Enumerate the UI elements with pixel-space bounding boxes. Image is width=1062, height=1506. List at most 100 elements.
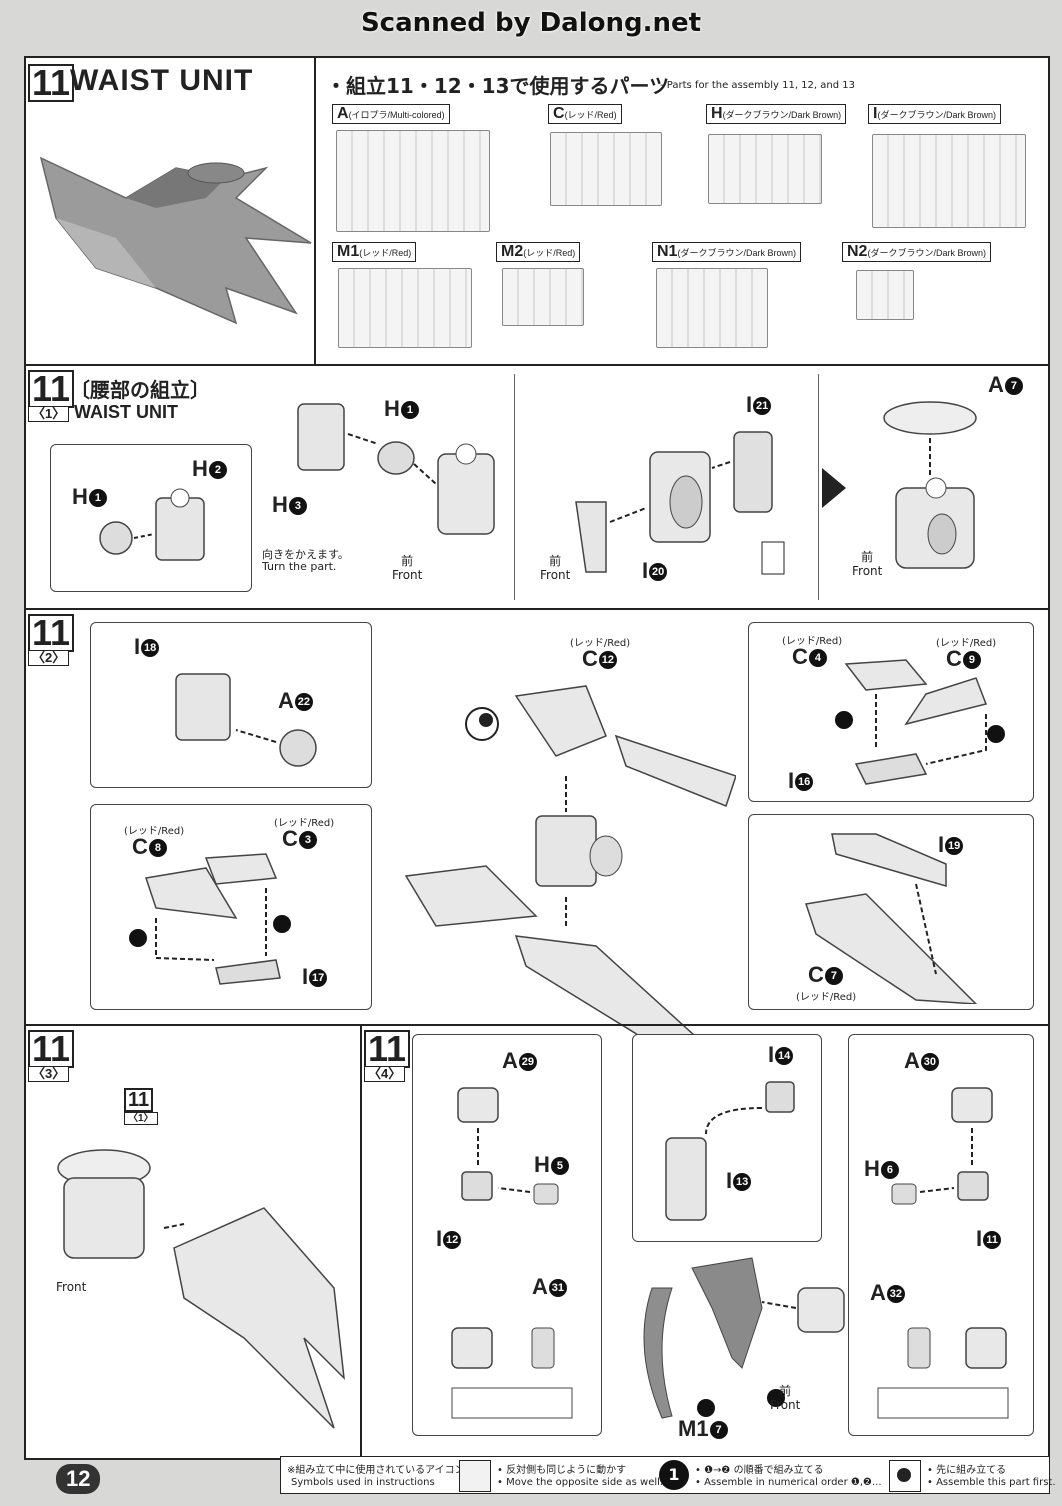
step4-panel-right	[848, 1034, 1034, 1436]
runner-i	[872, 134, 1026, 228]
section-title: WAIST UNIT	[70, 64, 254, 97]
red-note-c8: (レッド/Red)	[124, 826, 185, 837]
m1-joint-assembly	[643, 1257, 845, 1419]
order-jp: • ❶→❷ の順番で組み立てる	[695, 1465, 824, 1476]
step3-ref-sub: 〈1〉	[124, 1112, 158, 1125]
red-note-c12: (レッド/Red)	[570, 638, 631, 649]
first-jp: • 先に組み立てる	[927, 1465, 1007, 1476]
waist-assembly-3	[883, 401, 977, 569]
step4-sub: 〈4〉	[364, 1066, 406, 1082]
step2-sub: 〈2〉	[28, 650, 70, 666]
runner-m2-label: M2(レッド/Red)	[496, 242, 581, 262]
icons-jp: ※組み立て中に使用されているアイコン	[287, 1465, 465, 1476]
step1-title-en: WAIST UNIT	[74, 402, 178, 422]
opposite-jp: • 反対側も同じように動かす	[497, 1465, 627, 1476]
waist-assembly-1	[297, 403, 495, 535]
runner-h	[708, 134, 822, 204]
runner-m2	[502, 268, 584, 326]
i13-i14-assembly	[665, 1081, 795, 1221]
runner-m1-label: M1(レッド/Red)	[332, 242, 417, 262]
step2-panel-a	[90, 622, 372, 788]
left-joint-assembly	[451, 1087, 573, 1419]
right-joint-assembly	[877, 1087, 1009, 1419]
step2-number: 11	[28, 614, 75, 652]
step1-number: 11	[28, 370, 75, 408]
waist-unit-illustration	[39, 156, 312, 325]
opposite-en: • Move the opposite side as well.	[497, 1477, 664, 1488]
opposite-side-icon	[459, 1460, 491, 1492]
step4-panel-mid	[632, 1034, 822, 1242]
red-note-c3: (レッド/Red)	[274, 818, 335, 829]
i18-part	[175, 673, 317, 767]
runner-c	[550, 132, 662, 206]
waist-assembly-2	[575, 431, 785, 575]
runner-n2	[856, 270, 914, 320]
scan-credit: Scanned by Dalong.net	[360, 8, 702, 38]
runner-a	[336, 130, 490, 232]
step-number: 11	[28, 64, 75, 102]
runner-n2-label: N2(ダークブラウン/Dark Brown)	[842, 242, 991, 262]
step3-sub: 〈3〉	[28, 1066, 70, 1082]
assemble-first-icon	[889, 1460, 921, 1492]
parts-heading-en: - Parts for the assembly 11, 12, and 13	[660, 80, 855, 91]
runner-c-label: C(レッド/Red)	[548, 104, 622, 124]
step4-number: 11	[364, 1030, 411, 1068]
front-label-4: Front	[56, 1280, 87, 1294]
runner-n1	[656, 268, 768, 348]
order-en: • Assemble in numerical order ❶,❷...	[695, 1477, 882, 1488]
red-note-c4: (レッド/Red)	[782, 636, 843, 647]
turn-en: Turn the part.	[262, 560, 337, 573]
order-icon: 1	[659, 1460, 689, 1490]
step3-ref-number: 11	[124, 1088, 154, 1112]
waist-skirt-center	[404, 685, 736, 1047]
c8-c3-assembly	[129, 853, 291, 985]
first-en: • Assemble this part first.	[927, 1477, 1056, 1488]
turn-jp: 向きをかえます。	[262, 548, 349, 561]
red-note-c9: (レッド/Red)	[936, 638, 997, 649]
step1-title-jp: 〔腰部の組立〕	[70, 378, 210, 402]
red-note-c7: (レッド/Red)	[796, 992, 857, 1003]
instruction-page: 11 WAIST UNIT ・組立11・12・13で使用するパーツ - Part…	[24, 56, 1050, 1460]
c7-i19-assembly	[805, 833, 978, 1004]
step1-sub: 〈1〉	[28, 406, 70, 422]
runner-m1	[338, 268, 472, 348]
page-number: 12	[56, 1464, 101, 1494]
runner-n1-label: N1(ダークブラウン/Dark Brown)	[652, 242, 801, 262]
next-arrow-icon	[822, 468, 846, 508]
runner-h-label: H(ダークブラウン/Dark Brown)	[706, 104, 847, 124]
step3-number: 11	[28, 1030, 75, 1068]
runner-a-label: A(イロプラ/Multi-colored)	[332, 104, 450, 124]
icons-en: Symbols used in instructions	[291, 1477, 435, 1488]
runner-i-label: I(ダークブラウン/Dark Brown)	[868, 104, 1001, 124]
step3-assembly	[57, 1149, 345, 1429]
